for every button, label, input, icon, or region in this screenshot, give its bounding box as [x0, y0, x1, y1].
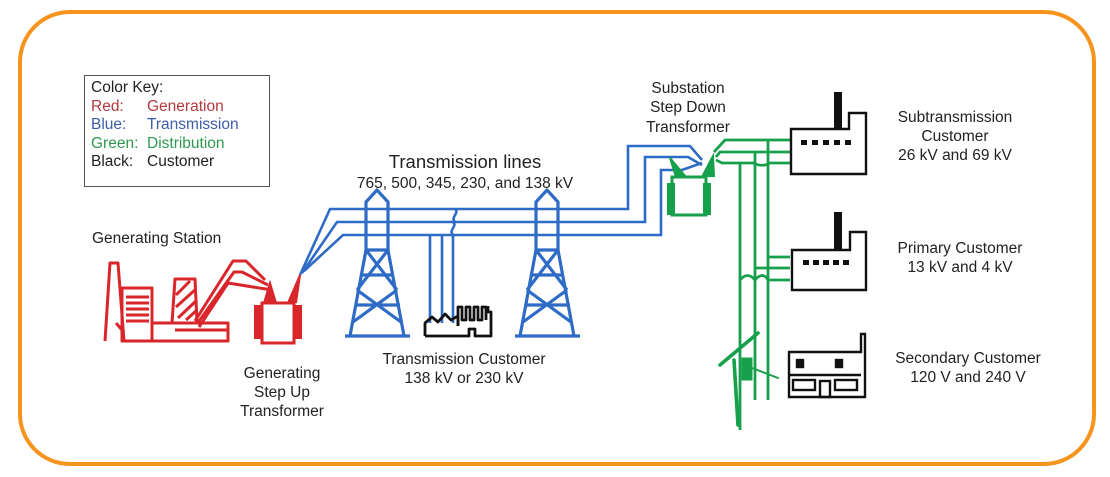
label-line: Primary Customer — [898, 240, 1023, 257]
distribution-pole-icon — [718, 331, 779, 427]
transmission-tower-1 — [345, 188, 410, 338]
label-line: Step Down — [650, 99, 726, 116]
transmission-customer-icon — [423, 305, 493, 338]
label-line: 26 kV and 69 kV — [898, 147, 1012, 164]
generating-station-icon — [103, 259, 273, 343]
label-line: 13 kV and 4 kV — [907, 259, 1013, 276]
color-key-value: Distribution — [147, 134, 225, 152]
distribution-lines — [712, 138, 790, 430]
color-key-value: Customer — [147, 153, 215, 170]
label-line: Subtransmission — [898, 109, 1013, 126]
color-key-label: Green: — [91, 134, 139, 152]
step-down-transformer-icon — [667, 152, 715, 217]
label-step-up-transformer: Generating Step Up Transformer — [240, 365, 324, 420]
label-secondary-customer: Secondary Customer 120 V and 240 V — [895, 350, 1041, 386]
color-key-label: Blue: — [91, 116, 127, 133]
transmission-lines — [298, 144, 703, 323]
label-line: Substation — [651, 80, 724, 97]
label-line: Transmission Customer — [382, 351, 545, 368]
color-key-label: Red: — [91, 97, 124, 115]
label-substation: Substation Step Down Transformer — [646, 80, 730, 136]
color-key-value: Generation — [147, 97, 224, 115]
color-key-row-generation: Red: Generation — [91, 98, 263, 117]
label-line: Transformer — [646, 119, 730, 136]
secondary-customer-icon — [787, 332, 867, 399]
label-generating-station: Generating Station — [92, 230, 221, 247]
label-transmission-voltages: 765, 500, 345, 230, and 138 kV — [357, 175, 574, 192]
color-key-value: Transmission — [147, 116, 239, 133]
color-key: Color Key: Red: Generation Blue: Transmi… — [84, 75, 270, 187]
label-primary-customer: Primary Customer 13 kV and 4 kV — [898, 240, 1023, 276]
label-line: 138 kV or 230 kV — [405, 370, 525, 387]
label-subtransmission-customer: Subtransmission Customer 26 kV and 69 kV — [898, 109, 1013, 164]
label-line: Secondary Customer — [895, 350, 1041, 367]
label-transmission-lines: Transmission lines — [389, 151, 542, 172]
primary-customer-icon — [790, 212, 868, 292]
label-line: Transformer — [240, 403, 324, 420]
color-key-label: Black: — [91, 153, 134, 170]
label-transmission-customer: Transmission Customer 138 kV or 230 kV — [382, 351, 545, 387]
color-key-title: Color Key: — [91, 79, 164, 96]
color-key-row-distribution: Green: Distribution — [91, 135, 263, 154]
step-up-transformer-icon — [254, 274, 302, 345]
label-line: Generating — [244, 365, 321, 382]
transmission-tower-2 — [515, 188, 580, 338]
subtransmission-customer-icon — [789, 92, 868, 176]
label-line: Customer — [921, 128, 988, 145]
color-key-row-transmission: Blue: Transmission — [91, 116, 263, 135]
label-line: Step Up — [254, 384, 310, 401]
label-line: 120 V and 240 V — [910, 369, 1026, 386]
color-key-row-customer: Black: Customer — [91, 153, 263, 172]
